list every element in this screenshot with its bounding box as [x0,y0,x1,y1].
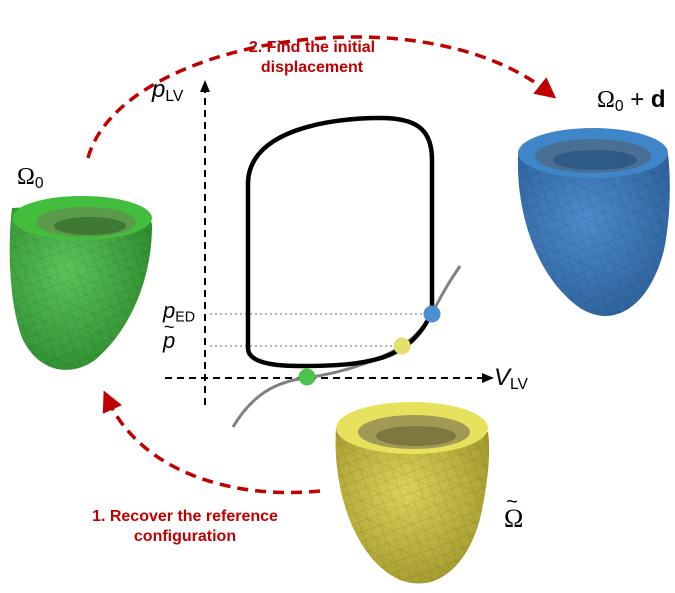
p-tilde-variable: p [163,328,176,353]
omega0-plus-d-label: Ω0 + d [597,86,666,116]
omega-tilde-label: ~ Ω [504,492,523,532]
recover-reference-label: 1. Recover the reference configuration [70,507,300,547]
omega0-d-subscript: 0 [614,97,624,115]
blue-point [423,305,441,323]
pv-loop [245,115,435,369]
y-axis-variable: p [152,76,166,103]
y-axis-subscript: LV [165,87,184,105]
x-axis-variable: V [494,364,511,391]
green-point [298,368,316,386]
p-tilde-accent: ~ [164,317,175,337]
recover-reference-line-1: 1. Recover the reference [92,508,278,525]
yellow-ventricle [335,402,490,584]
x-axis-subscript: LV [510,375,528,393]
omega0-label: Ω0 [17,163,44,193]
omega-tilde-accent: ~ [506,491,518,513]
p-tilde-label: ~ p [163,318,175,352]
recover-reference-arrow [102,390,321,495]
green-ventricle [9,196,153,370]
x-axis-label: VLV [494,364,528,394]
omega0-subscript: 0 [34,174,44,192]
omega-tilde-symbol: Ω [504,504,524,533]
find-displacement-line-1: 2. Find the initial [248,39,376,56]
omega0-symbol: Ω [17,164,35,190]
y-axis-label: pLV [152,76,183,106]
find-displacement-label: 2. Find the initial displacement [232,38,392,78]
p-ed-subscript: ED [175,309,196,326]
y-axis-arrowhead [200,80,210,92]
omega0-d-symbol: Ω [597,87,615,113]
recover-reference-line-2: configuration [133,528,237,545]
blue-ventricle [517,128,670,316]
find-displacement-line-2: displacement [260,59,364,76]
p-ed-variable: p [163,298,176,323]
find-displacement-arrow [86,35,557,159]
omega0-d-bold: d [650,86,666,113]
x-axis-arrowhead [482,373,494,383]
yellow-point [393,337,411,355]
omega0-d-plus: + [623,86,651,113]
p-ed-label: pED [163,298,195,326]
